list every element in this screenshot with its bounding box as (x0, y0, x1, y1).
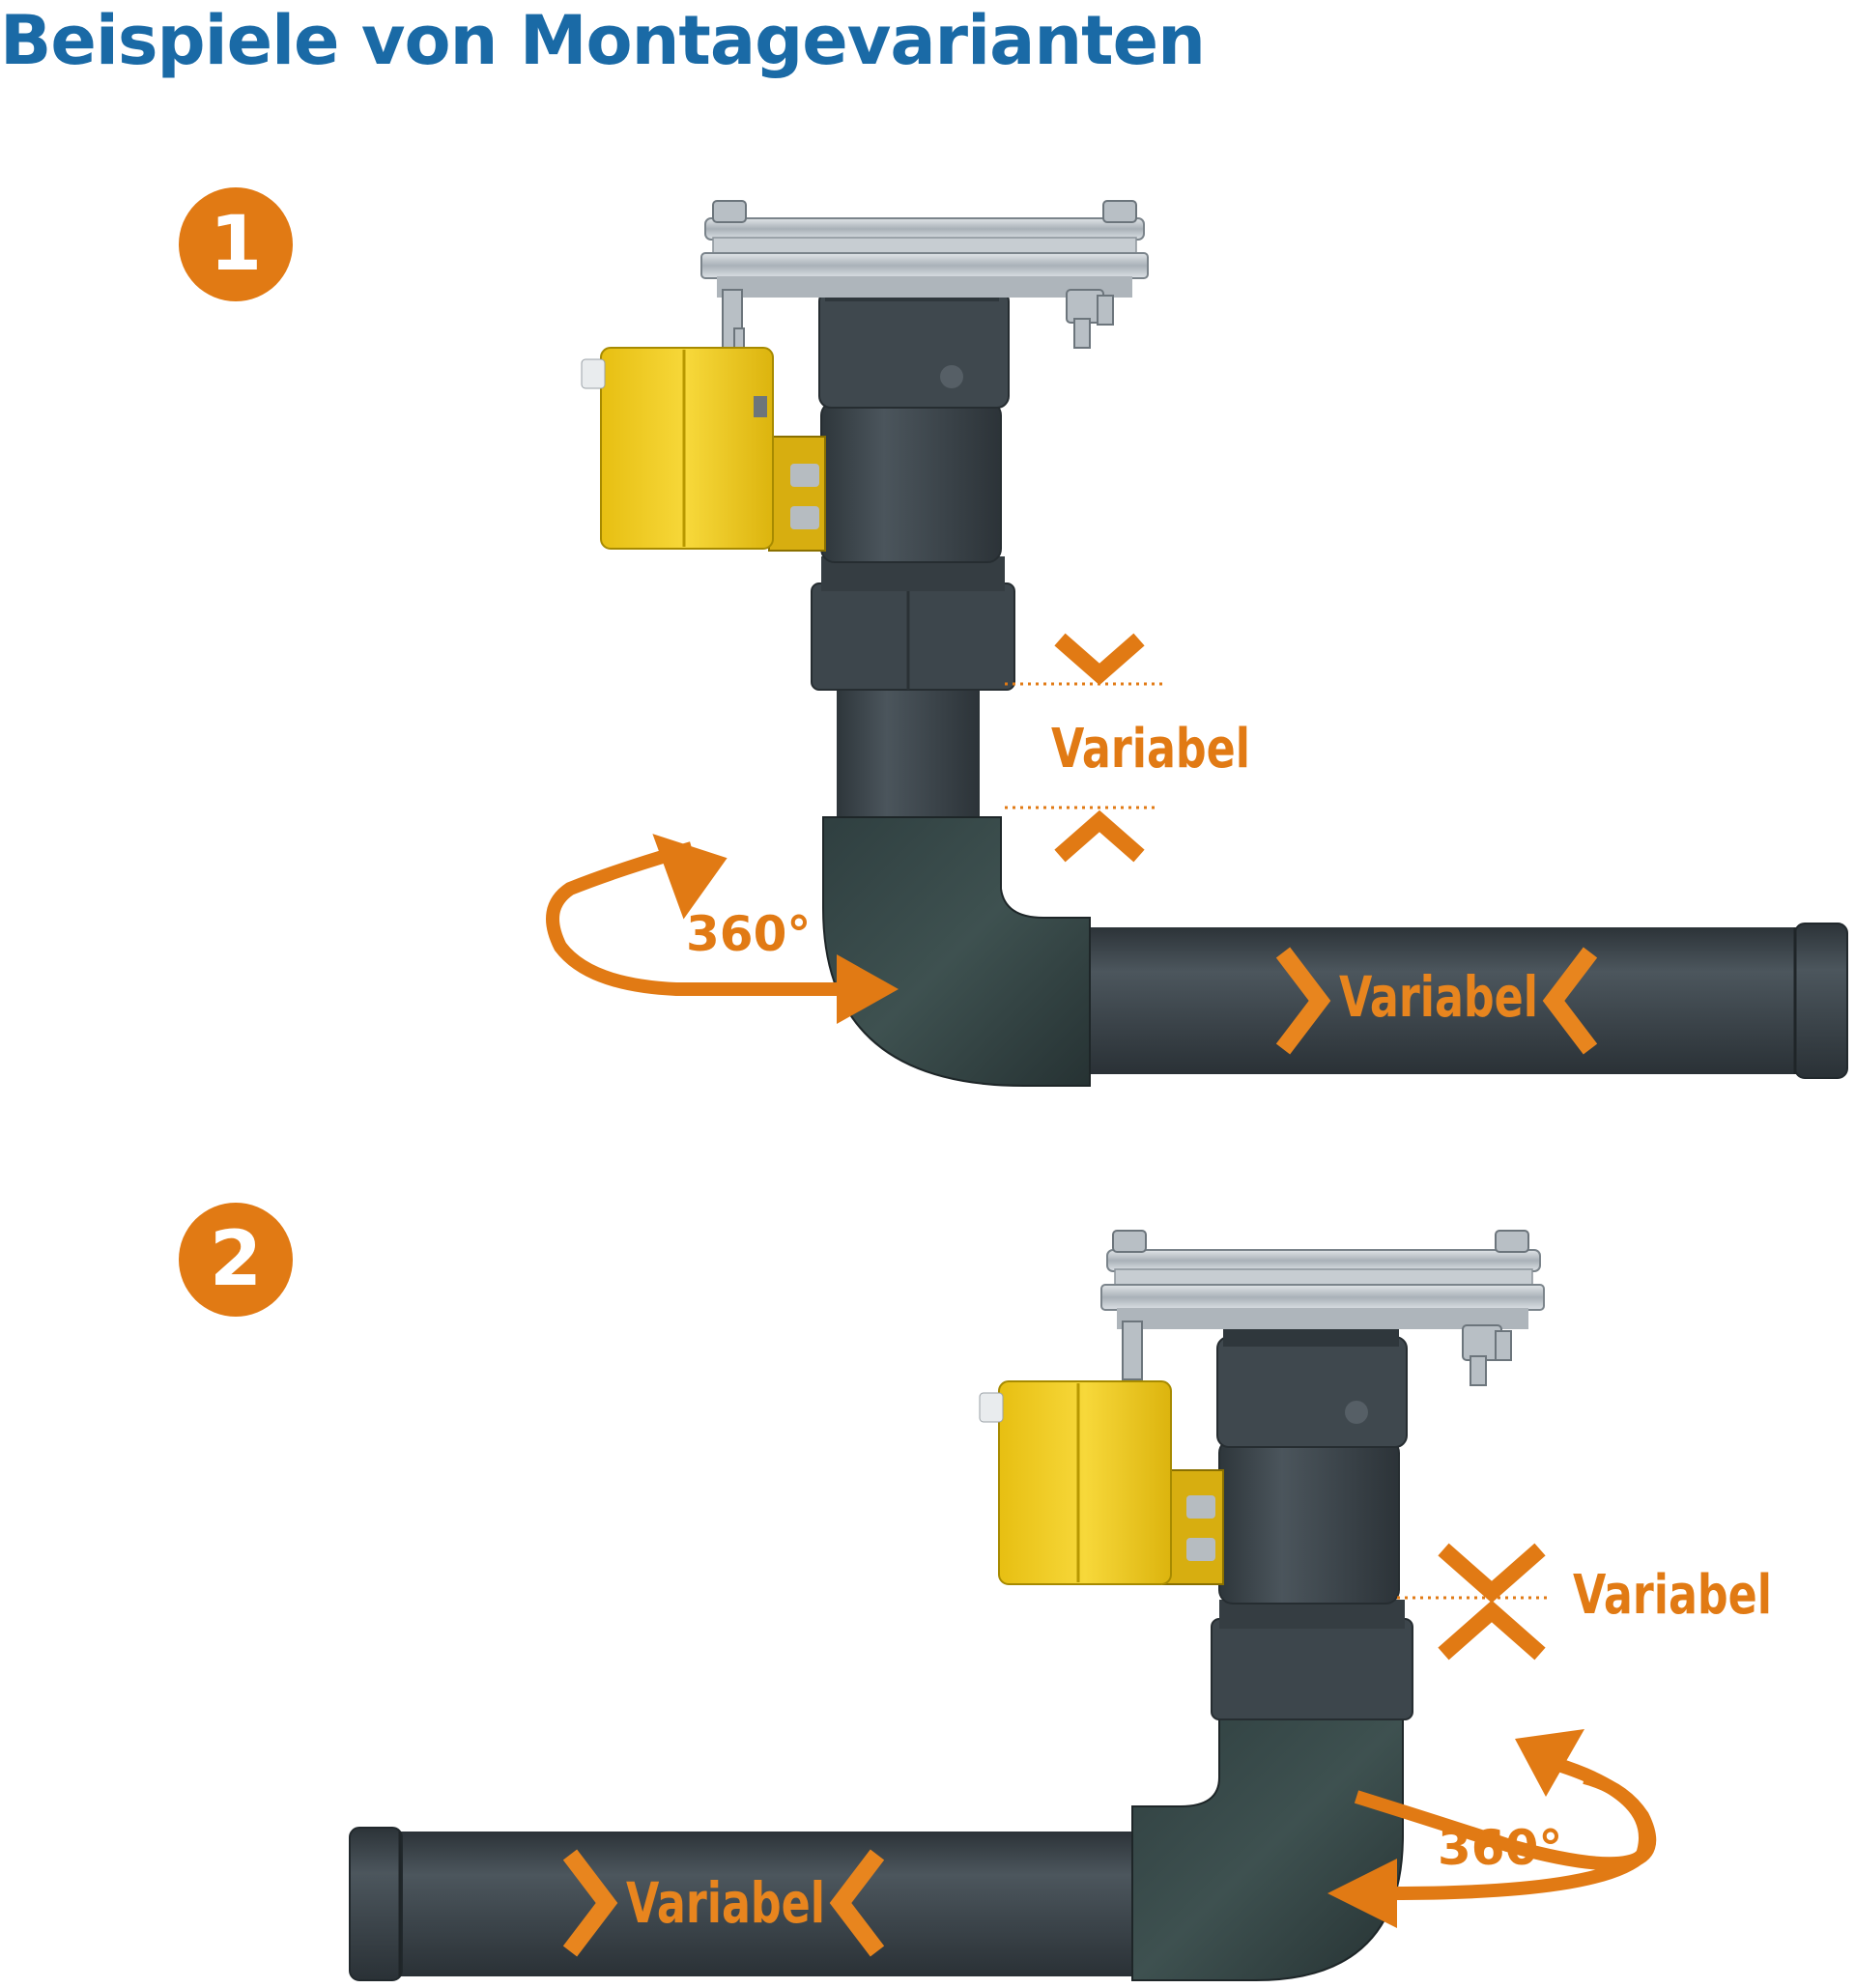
variant-1-mounting-flange (700, 217, 1149, 298)
variant-2-assembly: Variabel Variabel 360° (349, 1230, 1772, 1981)
variant-1-vertical-length-markers (1005, 633, 1163, 863)
variant-1-horizontal-length-markers (1275, 947, 1598, 1055)
variant-2-number: 2 (209, 1216, 263, 1303)
variant-1-actuator (581, 347, 826, 552)
variant-2-mounting-flange (1100, 1249, 1545, 1329)
variant-1-number-badge: 1 (179, 187, 293, 301)
variant-2-valve-body (1218, 1438, 1400, 1605)
variant-2-rotation-arrow (1327, 1729, 1657, 1928)
variant-1-bolts (712, 200, 1137, 362)
variant-2-union-nut (1211, 1618, 1413, 1720)
variant-2-horizontal-length-markers (562, 1849, 885, 1957)
page-title: Beispiele von Montagevarianten (0, 1, 1206, 80)
variant-1-vertical-variable-label: Variabel (1051, 718, 1250, 781)
variant-1-assembly: Variabel Variabel 360° (546, 200, 1848, 1087)
variant-2-rotation-label: 360° (1438, 1820, 1562, 1876)
variant-1-horizontal-variable-label: Variabel (1339, 964, 1538, 1030)
variant-1-horizontal-pipe (1088, 923, 1848, 1079)
variant-2-vertical-length-markers (1397, 1543, 1550, 1661)
variant-2-bolts (1112, 1230, 1529, 1386)
variant-1-valve-body (820, 401, 1002, 563)
variant-2-vertical-variable-label: Variabel (1573, 1564, 1772, 1627)
variant-1-union-nut (811, 582, 1015, 691)
variant-1-number: 1 (209, 201, 263, 288)
variant-1-elbow-fitting (822, 816, 1091, 1087)
variant-1-rotation-arrow (546, 834, 899, 1024)
variant-2-horizontal-pipe (349, 1827, 1136, 1981)
variant-1-rotation-label: 360° (686, 906, 811, 962)
variant-1-vertical-pipe (837, 667, 980, 840)
variant-2-elbow-fitting (1131, 1718, 1404, 1981)
variant-2-number-badge: 2 (179, 1203, 293, 1317)
variant-2-horizontal-variable-label: Variabel (626, 1870, 825, 1936)
variant-2-actuator (979, 1380, 1224, 1585)
